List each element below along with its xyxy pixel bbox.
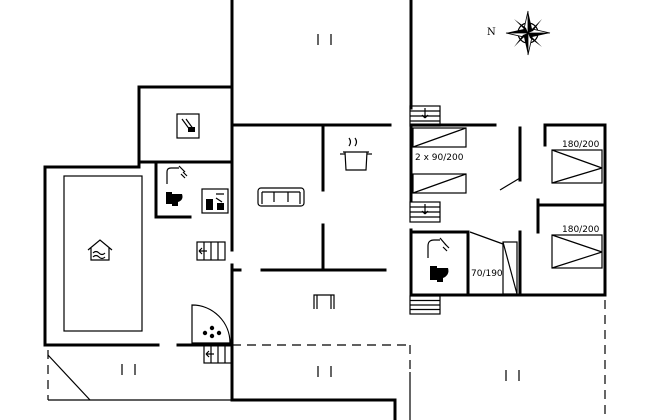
fireplace-icon — [313, 294, 335, 309]
bathroom-left — [166, 165, 229, 214]
stairs-entry — [203, 344, 233, 364]
wall-pool-room — [43, 160, 160, 347]
bedroom-bottom-right: 180/200 — [551, 225, 603, 269]
bedroom-small: 70/190 — [469, 231, 518, 295]
bed-label-top-right: 180/200 — [562, 140, 600, 150]
cooking-pot-icon — [340, 137, 372, 171]
toilet-icon — [166, 192, 183, 206]
terraces — [47, 300, 606, 420]
bedroom-top-right: 180/200 — [551, 140, 603, 184]
bed-small — [502, 241, 518, 295]
terrace-diagonal — [47, 354, 91, 401]
whirlpool-icon — [191, 304, 231, 344]
stairs-mid-right — [409, 201, 441, 223]
compass-rose-icon — [505, 10, 551, 56]
bed-bottom-right — [551, 234, 603, 269]
pool — [63, 175, 143, 332]
stairs-icon — [196, 105, 441, 364]
shower-icon — [427, 237, 450, 258]
stairs-lower-left — [196, 241, 226, 261]
door-leaf — [499, 177, 521, 191]
sofa-icon — [257, 187, 305, 207]
bedroom-twin: 2 x 90/200 — [412, 127, 521, 194]
north-label: N — [487, 27, 496, 38]
stairs-bottom-right — [409, 295, 441, 315]
washing-machine-icon — [201, 188, 229, 214]
door-leaf-small — [469, 231, 504, 245]
stairs-top-right — [409, 105, 441, 127]
toilet-icon — [430, 266, 449, 282]
sauna-icon — [176, 113, 200, 139]
wall-markers — [121, 34, 520, 381]
bed-label-small: 70/190 — [471, 269, 503, 279]
pool-icon — [87, 239, 113, 261]
bed-twin-upper — [412, 127, 467, 148]
bed-twin-lower — [412, 173, 467, 194]
walls — [43, 0, 607, 420]
bed-label-twin: 2 x 90/200 — [415, 153, 464, 163]
bathroom-right — [427, 237, 450, 282]
bed-label-bottom-right: 180/200 — [562, 225, 600, 235]
bed-top-right — [551, 149, 603, 184]
pool-basin — [63, 175, 143, 332]
wall-sauna — [137, 85, 234, 164]
shower-icon — [166, 165, 188, 184]
